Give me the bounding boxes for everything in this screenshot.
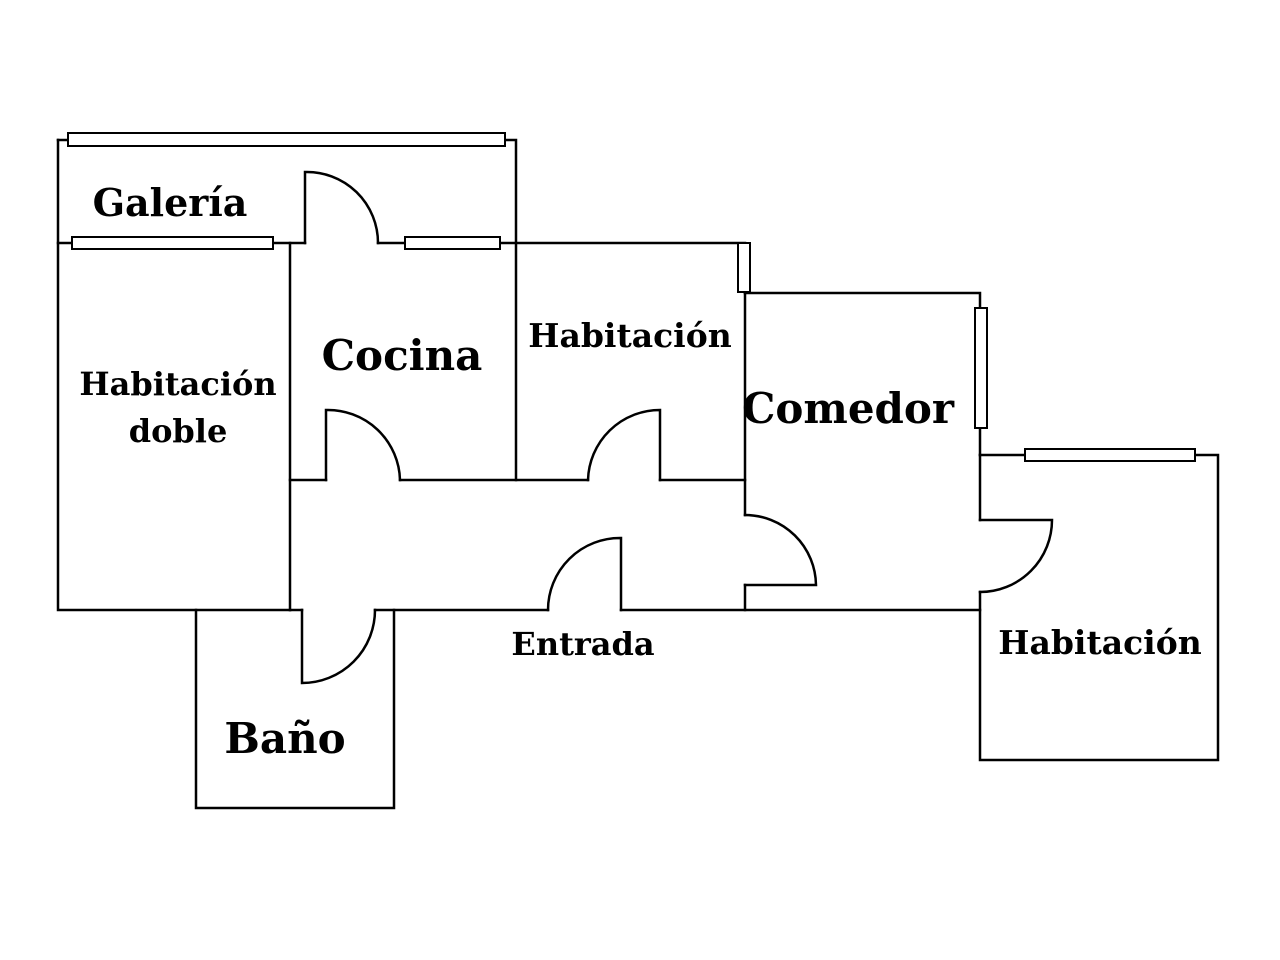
door-bano: [300, 608, 377, 685]
door-entrada: [546, 536, 623, 612]
label-comedor: Comedor: [742, 384, 955, 433]
doors: [300, 170, 1054, 685]
window-galeria-right: [404, 236, 501, 250]
door-habitacion-derecha: [978, 518, 1054, 594]
bano-walls: [194, 608, 396, 810]
window-habitacion-derecha: [1024, 448, 1196, 462]
galeria-inner-wall-right: [376, 241, 747, 295]
door-habitacion-centro: [586, 408, 662, 482]
door-comedor: [743, 513, 818, 587]
label-cocina: Cocina: [322, 331, 483, 380]
label-galeria: Galería: [93, 180, 248, 225]
window-habitacion-centro: [737, 242, 751, 293]
label-habitacion-doble-line1: Habitación: [79, 365, 276, 403]
label-entrada: Entrada: [511, 625, 654, 663]
label-habitacion-doble-line2: doble: [129, 412, 228, 450]
door-cocina: [324, 408, 402, 482]
left-outer-wall: [56, 138, 292, 612]
room-labels: Galería Habitación doble Cocina Habitaci…: [79, 180, 1201, 763]
window-comedor: [974, 307, 988, 429]
habitacion-derecha-walls: [978, 453, 1220, 762]
window-galeria-top: [67, 132, 506, 147]
walls: [56, 138, 1220, 810]
label-habitacion-centro: Habitación: [528, 316, 731, 355]
windows: [67, 132, 1196, 462]
door-cocina-galeria: [303, 170, 380, 245]
label-bano: Baño: [224, 714, 345, 763]
label-habitacion-derecha: Habitación: [998, 623, 1201, 662]
window-galeria-left: [71, 236, 274, 250]
